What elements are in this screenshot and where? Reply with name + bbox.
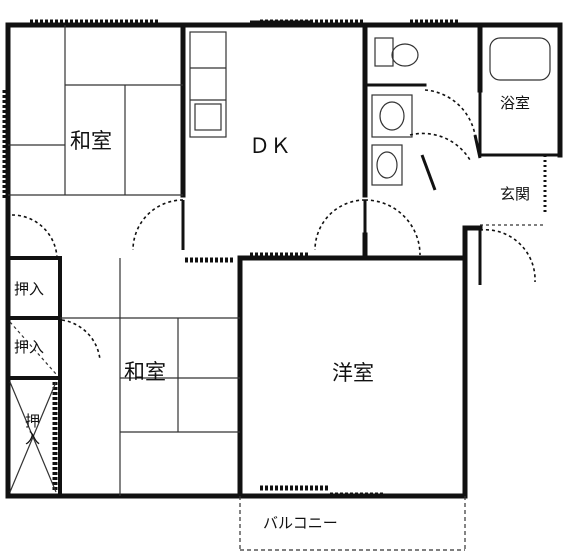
closet-label-3: 押入 [23,413,41,447]
room-label-balcony: バルコニー [263,514,338,532]
room-label-entrance: 玄関 [500,185,531,203]
closet-label-1: 押入 [14,280,45,298]
windows [2,19,547,498]
thin-lines [8,25,551,551]
door-leaves [181,134,482,285]
room-label-washitsu-top: 和室 [70,129,112,153]
room-label-dk: ＤＫ [249,134,291,158]
room-label-bath: 浴室 [500,94,531,112]
closet-label-2: 押入 [14,338,45,356]
door-swings [11,89,536,361]
room-label-yoshitsu: 洋室 [332,361,374,385]
room-label-washitsu-bottom: 和室 [124,360,166,384]
walls [5,22,563,499]
